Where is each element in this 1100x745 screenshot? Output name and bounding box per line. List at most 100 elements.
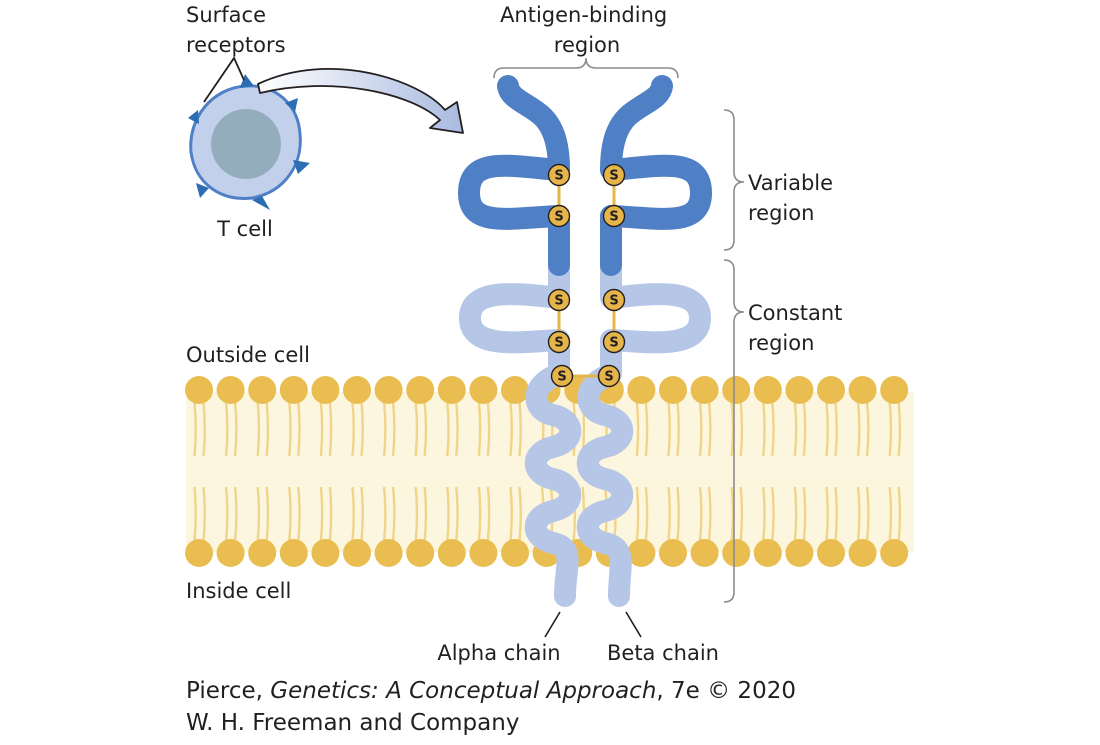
constant-region-label: Constant region bbox=[748, 301, 849, 355]
beta-transmembrane-helix bbox=[576, 363, 634, 607]
lipid-head bbox=[437, 376, 466, 404]
lipid-tail bbox=[391, 401, 396, 457]
lipid-tail bbox=[288, 486, 292, 542]
lipid-head bbox=[185, 539, 213, 567]
lipid-tail bbox=[486, 486, 491, 542]
lipid-head bbox=[785, 539, 814, 567]
lipid-head bbox=[469, 539, 498, 567]
alpha-variable-domain bbox=[458, 75, 570, 276]
lipid-tail bbox=[455, 401, 459, 457]
lipid-head bbox=[248, 539, 277, 567]
lipid-head bbox=[690, 539, 719, 567]
disulfide-label: S bbox=[609, 294, 618, 309]
lipid-head bbox=[374, 376, 403, 404]
lipid-head bbox=[722, 539, 751, 567]
antigen-binding-line1: Antigen-binding bbox=[500, 3, 667, 27]
t-cell bbox=[188, 56, 310, 210]
disulfide-label: S bbox=[609, 336, 618, 351]
lipid-tail bbox=[233, 486, 238, 542]
disulfide-atom: S bbox=[547, 163, 571, 187]
beta-constant-domain bbox=[600, 254, 711, 381]
lipid-tail bbox=[802, 486, 807, 542]
constant-region-line1: Constant bbox=[748, 301, 842, 325]
lipid-tail bbox=[224, 401, 229, 457]
lipid-tail bbox=[825, 401, 829, 457]
lipid-head bbox=[817, 376, 845, 404]
disulfide-atom: S bbox=[602, 288, 626, 312]
lipid-tail bbox=[667, 401, 671, 457]
disulfide-atom: S bbox=[547, 330, 571, 354]
lipid-tail bbox=[477, 401, 482, 457]
lipid-tail bbox=[865, 401, 870, 457]
alpha-chain-label: Alpha chain bbox=[437, 641, 560, 665]
credit-publisher: W. H. Freeman and Company bbox=[186, 710, 520, 736]
receptor-spike-icon bbox=[188, 74, 310, 210]
lipid-tail bbox=[414, 401, 419, 457]
lipid-head bbox=[753, 539, 782, 567]
lipid-tail bbox=[856, 401, 861, 457]
lipid-head bbox=[374, 539, 403, 567]
alpha-chain-leader bbox=[544, 611, 561, 638]
lipid-tail bbox=[802, 401, 807, 457]
lipid-tail bbox=[834, 486, 838, 542]
lipid-tail bbox=[328, 401, 333, 457]
nucleus bbox=[211, 109, 281, 179]
lipid-head bbox=[880, 376, 909, 404]
lipid-head bbox=[722, 376, 751, 404]
lipid-tail bbox=[793, 401, 798, 457]
lipid-tail bbox=[698, 486, 703, 542]
lipid-tail bbox=[676, 401, 680, 457]
lipid-head bbox=[279, 539, 308, 567]
outside-cell-label: Outside cell bbox=[186, 343, 310, 367]
curved-arrow-icon bbox=[257, 68, 464, 134]
credit-author: Pierce, bbox=[186, 678, 271, 704]
surface-receptors-line2: receptors bbox=[186, 33, 286, 57]
lipid-tail bbox=[256, 401, 261, 457]
beta-chain-label: Beta chain bbox=[607, 641, 719, 665]
lipid-tail bbox=[423, 486, 428, 542]
lipid-tail bbox=[414, 486, 419, 542]
lipid-tail bbox=[233, 401, 238, 457]
lipid-tail bbox=[446, 486, 450, 542]
alpha-constant-domain bbox=[459, 254, 570, 381]
lipid-head bbox=[659, 539, 687, 567]
lipid-tail bbox=[288, 401, 292, 457]
lipid-tail bbox=[739, 401, 744, 457]
lipid-tail bbox=[297, 486, 301, 542]
lipid-head bbox=[753, 376, 782, 404]
disulfide-label: S bbox=[609, 169, 618, 184]
lipid-tail bbox=[351, 401, 355, 457]
lipid-tail bbox=[224, 486, 229, 542]
lipid-tail bbox=[509, 401, 513, 457]
lipid-tail bbox=[382, 401, 387, 457]
credit-book-title: Genetics: A Conceptual Approach bbox=[270, 678, 657, 704]
lipid-tail bbox=[644, 486, 649, 542]
lipid-head bbox=[343, 376, 371, 404]
lipid-head bbox=[216, 376, 245, 404]
lipid-tail bbox=[762, 401, 766, 457]
lipid-tail bbox=[391, 486, 396, 542]
lipid-tail bbox=[698, 401, 703, 457]
lipid-tail bbox=[771, 401, 775, 457]
lipid-tail bbox=[518, 486, 522, 542]
beta-variable-domain bbox=[600, 75, 712, 276]
constant-region-bracket bbox=[723, 259, 745, 603]
lipid-head bbox=[311, 376, 340, 404]
variable-region-label: Variable region bbox=[748, 171, 840, 225]
lipid-tail bbox=[455, 486, 459, 542]
lipid-tail bbox=[771, 486, 775, 542]
lipid-tail bbox=[707, 486, 712, 542]
lipid-tail bbox=[730, 486, 735, 542]
variable-region-line1: Variable bbox=[748, 171, 833, 195]
constant-region-line2: region bbox=[748, 331, 814, 355]
lipid-tail bbox=[635, 401, 640, 457]
disulfide-label: S bbox=[557, 370, 566, 385]
lipid-tail bbox=[730, 401, 735, 457]
disulfide-atom: S bbox=[550, 364, 574, 388]
lipid-head bbox=[248, 376, 277, 404]
lipid-head bbox=[880, 539, 909, 567]
lipid-head bbox=[817, 539, 845, 567]
lipid-head bbox=[185, 376, 213, 404]
lipid-tail bbox=[382, 486, 387, 542]
